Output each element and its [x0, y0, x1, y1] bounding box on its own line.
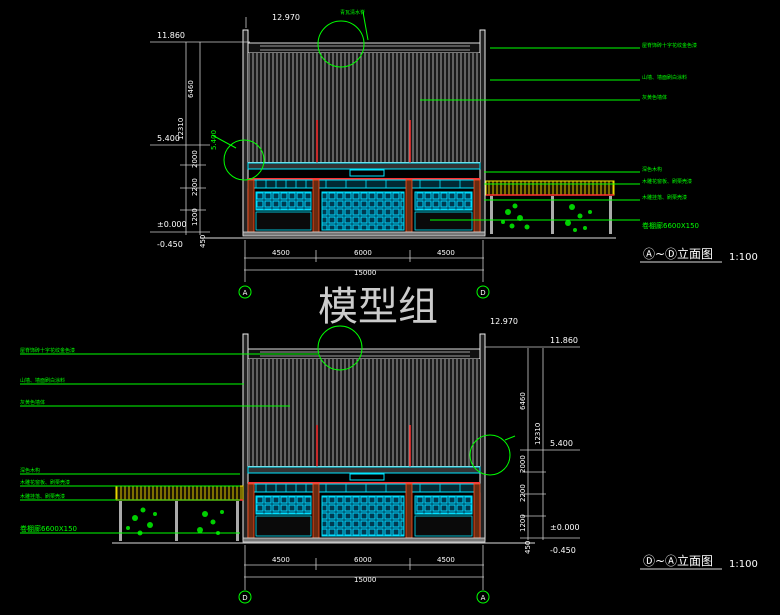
top-dim-d3: 2200 [191, 178, 199, 196]
top-note-3: 灰黄色墙体 [642, 94, 667, 101]
top-left-window [255, 191, 312, 211]
top-level-ground: ±0.000 [157, 220, 187, 229]
bottom-level-eave: 11.860 [550, 336, 578, 345]
bottom-level-ground: ±0.000 [550, 523, 580, 532]
bottom-level-ridge: 12.970 [490, 317, 518, 326]
top-note-4: 深色木构 [642, 166, 662, 173]
bottom-note-2: 灰黄色墙体 [20, 399, 45, 406]
bottom-bay-3: 4500 [437, 556, 455, 564]
bottom-note-4: 木雕花窗板、刷栗壳漆 [20, 479, 70, 486]
top-title: Ⓐ~Ⓓ立面图 [643, 246, 713, 261]
top-roof-tiles [248, 53, 480, 163]
bottom-scale: 1:100 [729, 559, 758, 570]
top-note-1: 屋脊饰砖十字花纹金色漆 [642, 42, 697, 49]
bottom-axis-bubble-right [476, 590, 490, 604]
bottom-level-base: -0.450 [550, 546, 576, 555]
top-note-0: 青瓦清水脊 [340, 9, 365, 16]
top-note-7: 卷棚廊6600X150 [642, 221, 699, 230]
bottom-foliage [126, 507, 224, 536]
bottom-note-0: 屋脊饰砖十字花纹金色漆 [20, 347, 75, 354]
top-level-mid: 5.400 [157, 134, 180, 143]
top-dim-d5: 450 [199, 235, 207, 248]
bottom-note-1: 山墙、墙面刷白涂料 [20, 377, 65, 384]
top-left-gable-wall [242, 29, 249, 236]
top-veranda-roof [485, 180, 615, 196]
bottom-bay-2: 6000 [354, 556, 372, 564]
top-scale: 1:100 [729, 252, 758, 263]
top-eave-fascia [247, 162, 481, 170]
bottom-note-3: 深色木构 [20, 467, 40, 474]
top-gable-note: 5.400 [210, 130, 218, 150]
bottom-title: Ⓓ~Ⓐ立面图 [643, 553, 713, 568]
bottom-dim-d2: 2000 [519, 455, 527, 473]
watermark: 模型组 [318, 284, 438, 330]
top-dim-d4: 1200 [191, 208, 199, 226]
top-axis-bubble-left [238, 285, 252, 299]
top-level-base: -0.450 [157, 240, 183, 249]
top-note-2: 山墙、墙面刷白涂料 [642, 74, 687, 81]
bottom-dim-upper: 6460 [519, 392, 527, 410]
bottom-dim-d5: 450 [524, 541, 532, 554]
bottom-bay-1: 4500 [272, 556, 290, 564]
top-dim-d2: 2000 [191, 150, 199, 168]
bottom-dim-d4: 1200 [519, 514, 527, 532]
bottom-veranda-roof [115, 485, 244, 501]
bottom-total: 15000 [354, 576, 376, 584]
bottom-roof-tiles [248, 359, 480, 467]
top-dim-upper: 6460 [187, 80, 195, 98]
top-total: 15000 [354, 269, 376, 277]
top-bay-3: 4500 [437, 249, 455, 257]
bottom-note-6: 卷棚廊6600X150 [20, 524, 77, 533]
top-frieze [247, 179, 481, 189]
bottom-axis-bubble-left [238, 590, 252, 604]
top-dim-total: 12310 [177, 118, 185, 140]
bottom-dim-total: 12310 [534, 423, 542, 445]
top-bay-2: 6000 [354, 249, 372, 257]
top-elevation [150, 11, 722, 299]
top-note-5: 木雕花窗板、刷栗壳漆 [642, 178, 692, 185]
top-axis-bubble-right [476, 285, 490, 299]
top-right-window [414, 191, 473, 211]
bottom-note-5: 木雕挂落、刷栗壳漆 [20, 493, 65, 500]
top-axis-right: D [480, 289, 485, 297]
top-center-doors [321, 191, 405, 231]
top-bay-1: 4500 [272, 249, 290, 257]
bottom-level-mid: 5.400 [550, 439, 573, 448]
top-note-6: 木雕挂落、刷栗壳漆 [642, 194, 687, 201]
top-right-gable-wall [479, 29, 486, 236]
bottom-axis-left: D [242, 594, 247, 602]
bottom-elevation [20, 325, 722, 604]
top-level-ridge: 12.970 [272, 13, 300, 22]
top-foliage [501, 203, 592, 232]
bottom-axis-right: A [481, 594, 486, 602]
top-level-eave: 11.860 [157, 31, 185, 40]
top-axis-left: A [243, 289, 248, 297]
bottom-dim-d3: 2200 [519, 484, 527, 502]
